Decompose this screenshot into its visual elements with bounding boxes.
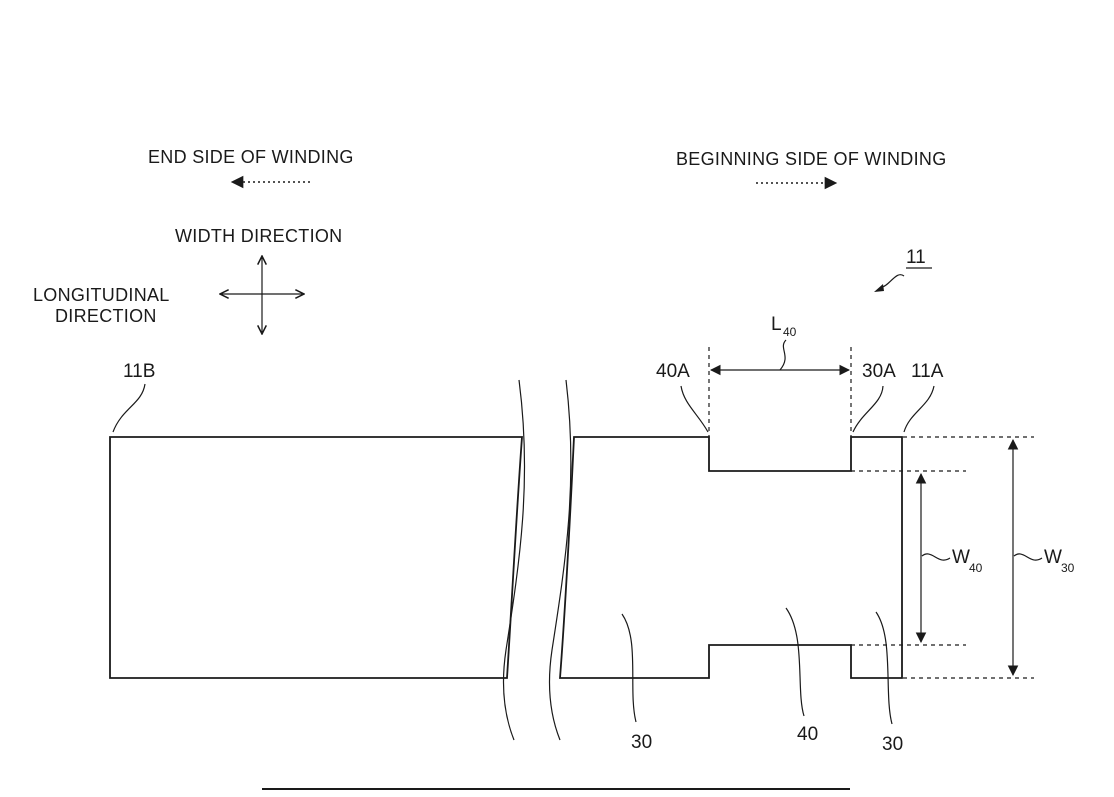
ref-leader-arrowhead [874,284,884,292]
region-30-left-label: 30 [631,732,652,753]
end-side-label: END SIDE OF WINDING [148,147,354,167]
notch-40a-leader [681,386,708,432]
l40-leader [780,340,786,370]
edge-30a-label: 30A [862,361,896,382]
region-30-left-leader [622,614,636,722]
beginning-side-label: BEGINNING SIDE OF WINDING [676,149,947,169]
region-30-right-label: 30 [882,734,903,755]
w30-label-main: W [1044,547,1062,568]
w40-label-sub: 40 [969,561,983,575]
w40-leader [922,554,950,560]
longitudinal-label-line2: DIRECTION [55,306,157,326]
l40-label-sub: 40 [783,325,797,339]
end-11a-leader [904,386,934,432]
edge-30a-leader [853,386,883,432]
end-11b-label: 11B [123,361,155,382]
end-11b-leader [113,384,145,432]
electrode-left-segment [110,437,522,678]
w30-leader [1014,554,1042,560]
region-30-right-leader [876,612,892,724]
notch-40a-label: 40A [656,361,690,382]
ref-leader [880,275,904,288]
electrode-right-segment [560,437,902,678]
w40-label-main: W [952,547,970,568]
region-40-leader [786,608,804,716]
width-direction-label: WIDTH DIRECTION [175,226,342,246]
region-40-label: 40 [797,724,818,745]
electrode-ref-label: 11 [906,247,926,268]
longitudinal-label-line1: LONGITUDINAL [33,285,170,305]
w30-label-sub: 30 [1061,561,1075,575]
end-11a-label: 11A [911,361,944,382]
l40-label-main: L [771,314,782,335]
